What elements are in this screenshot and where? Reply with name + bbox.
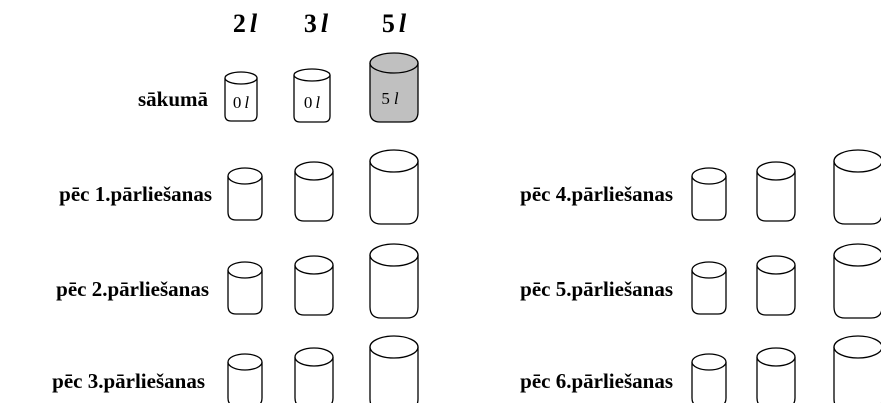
container-3l-step-4 — [756, 161, 796, 222]
row-label-step-4: pēc 4.pārliešanas — [520, 182, 673, 206]
container-3l-step-3 — [294, 347, 334, 403]
row-label-step-2: pēc 2.pārliešanas — [56, 277, 209, 301]
container-5l-step-6 — [833, 335, 881, 403]
container-2l-step-1 — [227, 167, 263, 221]
row-label-step-1: pēc 1.pārliešanas — [59, 182, 212, 206]
step-containers — [227, 149, 881, 403]
container-3l-step-6 — [756, 347, 796, 403]
container-5l-step-2 — [369, 243, 419, 319]
container-5l-step-1 — [369, 149, 419, 225]
container-2l-step-4 — [691, 167, 727, 221]
container-3l-step-5 — [756, 255, 796, 316]
container-3l-step-2 — [294, 255, 334, 316]
row-label-initial: sākumā — [138, 87, 209, 111]
row-label-step-5: pēc 5.pārliešanas — [520, 277, 673, 301]
container-2l-step-6 — [691, 353, 727, 403]
row-label-step-3: pēc 3.pārliešanas — [52, 369, 205, 393]
container-5l-step-4 — [833, 149, 881, 225]
container-2l-step-5 — [691, 261, 727, 315]
container-5l-initial — [369, 52, 419, 123]
container-2l-initial — [224, 71, 258, 122]
container-3l-step-1 — [294, 161, 334, 222]
row-label-step-6: pēc 6.pārliešanas — [520, 369, 673, 393]
container-2l-step-2 — [227, 261, 263, 315]
initial-containers — [224, 52, 419, 123]
container-5l-step-3 — [369, 335, 419, 403]
container-2l-step-3 — [227, 353, 263, 403]
container-3l-initial — [293, 68, 331, 123]
container-5l-step-5 — [833, 243, 881, 319]
